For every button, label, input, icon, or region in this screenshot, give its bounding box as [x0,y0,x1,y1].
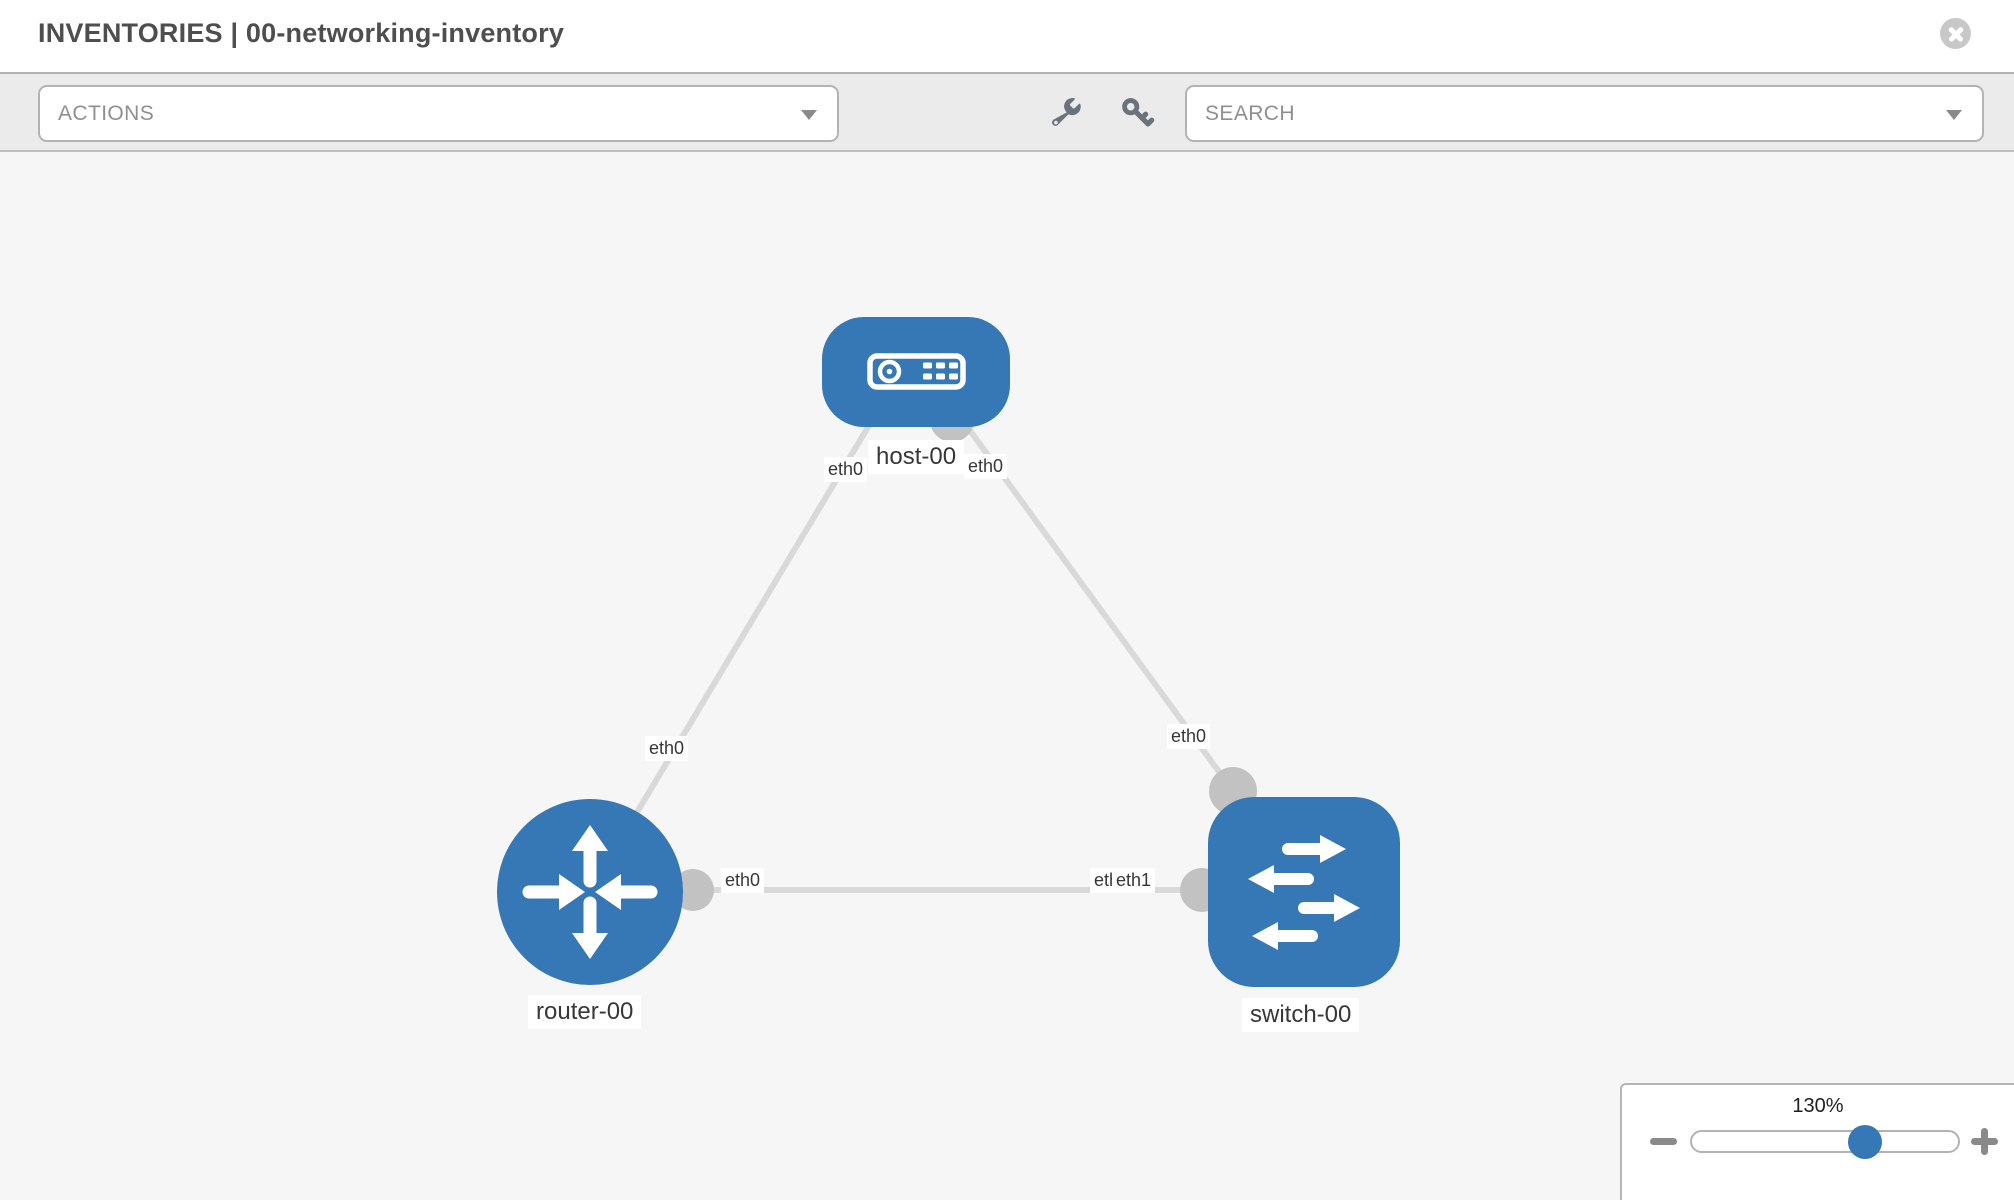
interface-label: eth0 [721,868,765,893]
node-label-router: router-00 [528,995,642,1029]
zoom-slider-track[interactable] [1690,1130,1960,1153]
credentials-button[interactable] [1119,95,1155,131]
search-dropdown-label: SEARCH [1205,102,1295,125]
node-label-host: host-00 [868,440,965,474]
wrench-icon [1052,97,1081,126]
server-icon [867,353,966,390]
interface-label: eth0 [645,736,689,761]
interface-label: eth0 [1167,724,1211,749]
search-dropdown[interactable]: SEARCH [1185,85,1984,142]
zoom-control-panel: 130% [1620,1083,2014,1200]
interface-label: eth0 [964,454,1008,479]
actions-dropdown[interactable]: ACTIONS [38,85,839,142]
configure-button[interactable] [1049,95,1085,131]
zoom-in-button[interactable] [1971,1128,1998,1155]
topology-canvas[interactable]: eth0 eth0 eth0 eth0 eth0 eth0 eth1 host-… [0,152,2014,1200]
topology-svg [497,317,1400,987]
node-host[interactable] [822,317,1010,427]
interface-label: eth0 [824,457,868,482]
node-router[interactable] [497,799,683,985]
zoom-out-button[interactable] [1650,1138,1677,1145]
header-bar: INVENTORIES | 00-networking-inventory [0,0,2014,74]
close-button[interactable] [1940,18,1971,49]
key-icon [1122,98,1155,127]
node-switch[interactable] [1208,797,1400,987]
node-label-switch: switch-00 [1242,998,1360,1032]
page-title: INVENTORIES | 00-networking-inventory [38,18,565,48]
router-arrows-icon [522,825,658,959]
toolbar: ACTIONS SEARCH [0,74,2014,152]
zoom-level-label: 130% [1792,1095,1844,1117]
zoom-slider-thumb[interactable] [1848,1125,1882,1159]
actions-dropdown-label: ACTIONS [58,102,155,125]
switch-arrows-icon [1248,835,1360,950]
chevron-down-icon [801,110,817,120]
chevron-down-icon [1946,110,1962,120]
interface-label: eth1 [1112,868,1156,893]
